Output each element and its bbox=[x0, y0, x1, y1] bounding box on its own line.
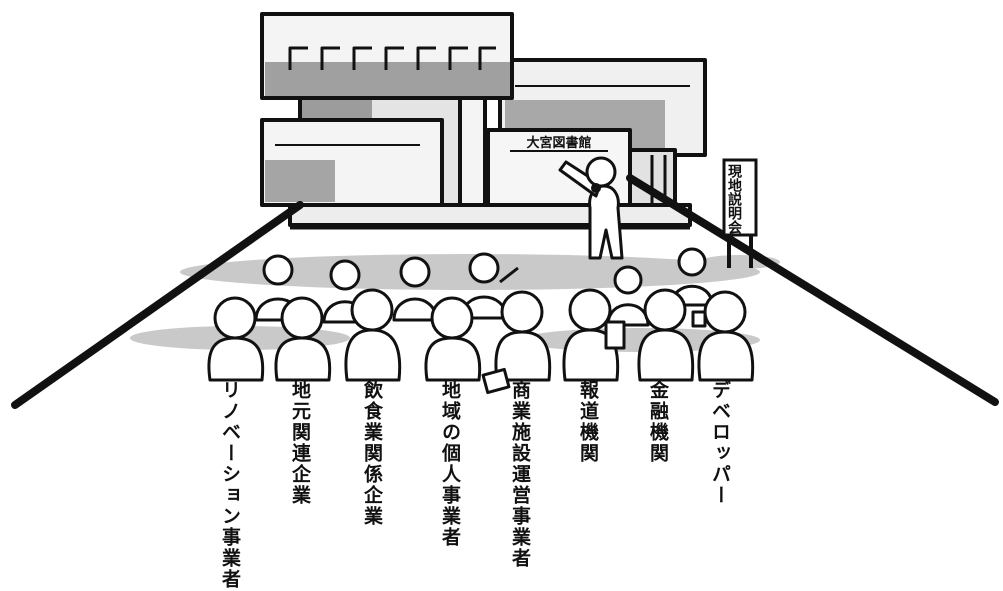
person-individual bbox=[424, 296, 482, 382]
window bbox=[448, 46, 468, 70]
label-commercial-operators: 商業施設運営事業者 bbox=[509, 380, 531, 569]
window bbox=[352, 46, 372, 70]
presenter-body bbox=[588, 184, 624, 260]
label-developer: デベロッパー bbox=[709, 380, 731, 506]
window bbox=[320, 46, 340, 70]
presenter-figure bbox=[558, 156, 624, 260]
presenter-head bbox=[585, 156, 617, 188]
label-local-individuals: 地域の個人事業者 bbox=[439, 380, 461, 548]
microphone-icon bbox=[591, 183, 601, 193]
building-base bbox=[288, 203, 692, 227]
person-food bbox=[344, 288, 402, 382]
person-developer bbox=[691, 290, 755, 382]
library-building bbox=[260, 12, 707, 230]
perspective-line-right bbox=[626, 174, 999, 406]
window bbox=[478, 46, 496, 70]
explanation-sign-board bbox=[722, 158, 758, 268]
window bbox=[416, 46, 436, 70]
label-press: 報道機関 bbox=[577, 380, 599, 464]
person-back bbox=[606, 265, 650, 327]
perspective-line-left bbox=[11, 201, 304, 409]
building-windows bbox=[288, 46, 496, 70]
crowd bbox=[254, 247, 714, 327]
crowd-front bbox=[207, 288, 755, 395]
window bbox=[384, 46, 404, 70]
person-back bbox=[460, 252, 519, 320]
label-financial: 金融機関 bbox=[647, 380, 669, 464]
person-commercial bbox=[481, 290, 552, 395]
library-sign-text: 大宮図書館 bbox=[526, 135, 591, 151]
window bbox=[288, 46, 308, 70]
person-finance bbox=[637, 288, 695, 382]
person-renovation bbox=[207, 296, 265, 382]
person-press bbox=[562, 288, 626, 382]
label-food-companies: 飲食業関係企業 bbox=[361, 380, 383, 527]
building-left-shade bbox=[265, 160, 335, 202]
board-text: 現地説明会 bbox=[726, 164, 742, 234]
label-renovation: リノベーション事業者 bbox=[219, 380, 241, 590]
person-local-company bbox=[274, 296, 332, 382]
board-panel bbox=[722, 158, 758, 237]
label-local-companies: 地元関連企業 bbox=[289, 380, 311, 506]
